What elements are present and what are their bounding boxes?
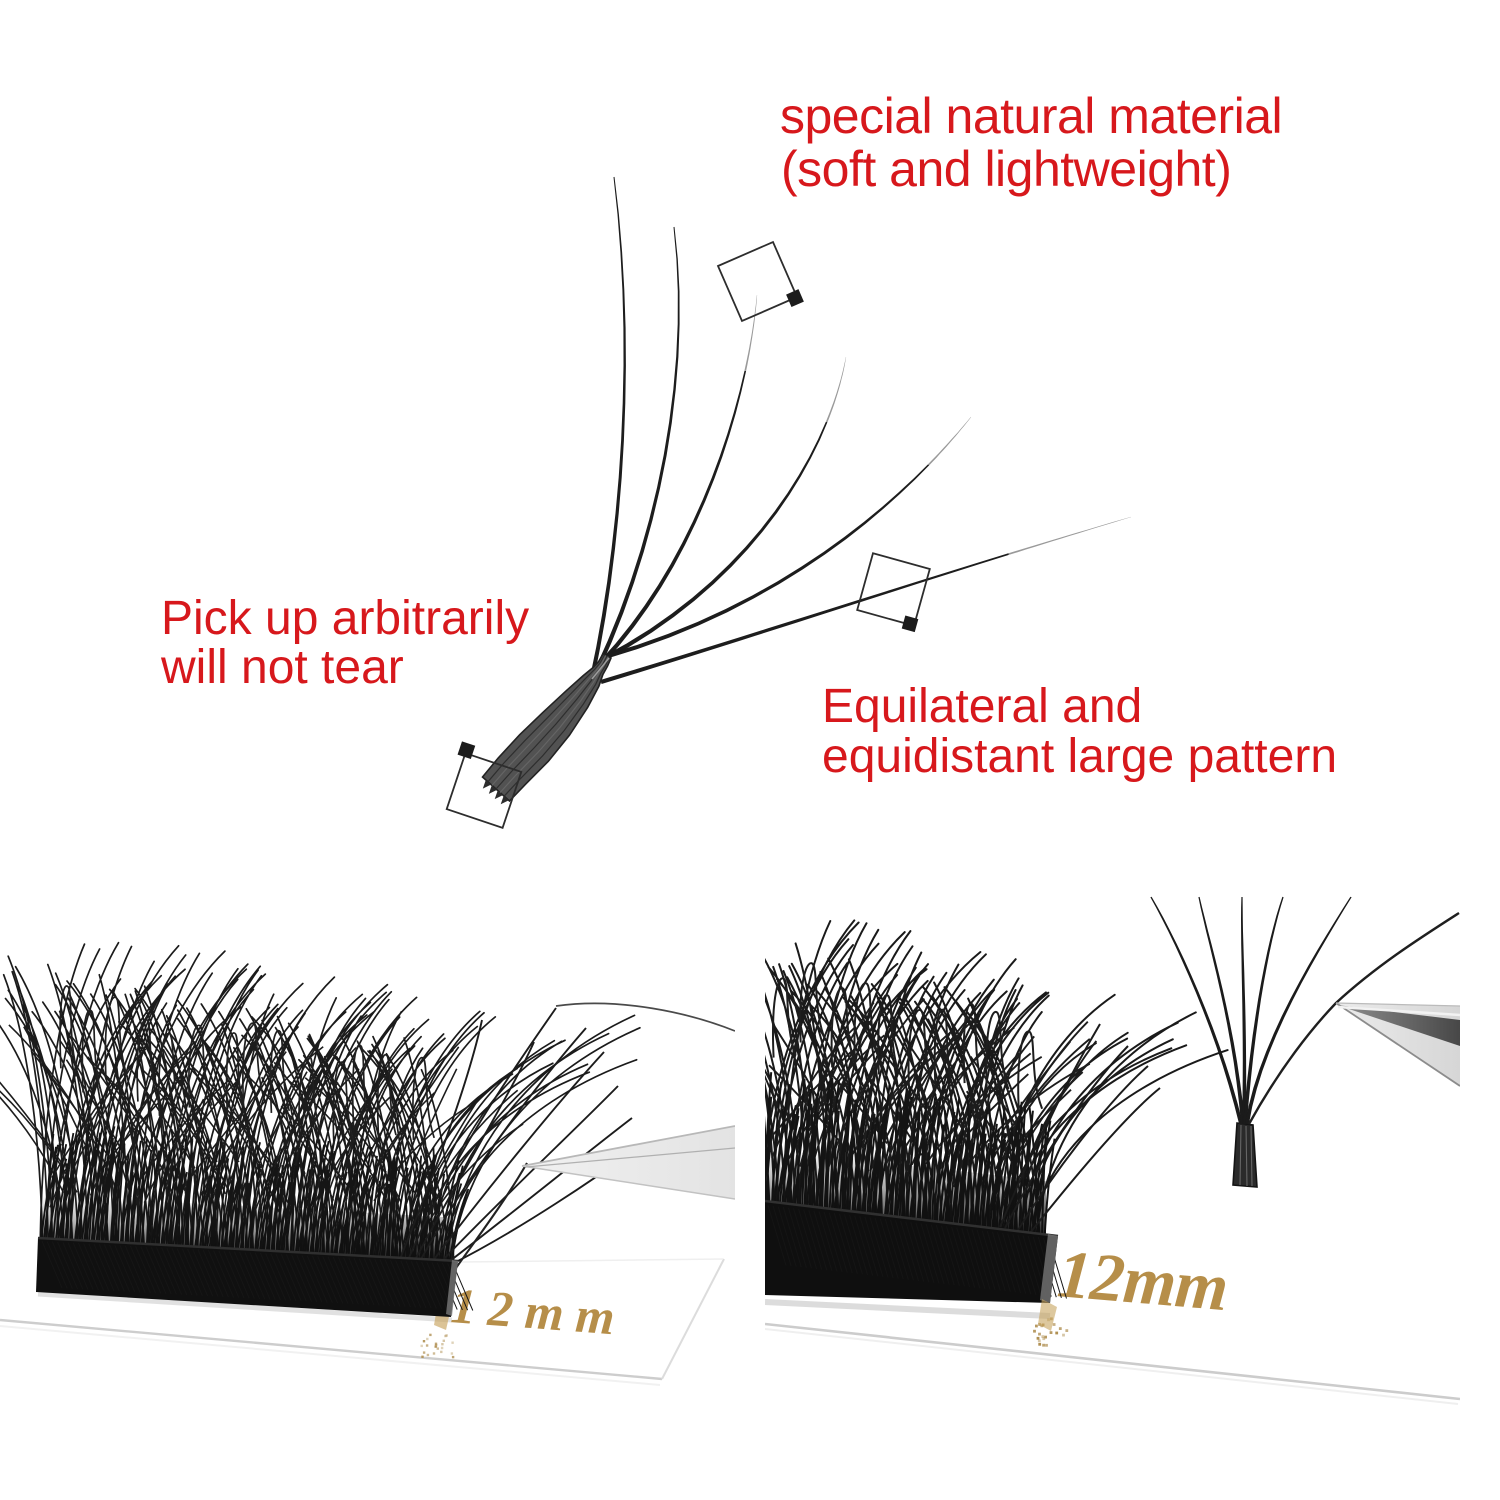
svg-text:special natural material: special natural material — [780, 88, 1282, 144]
svg-text:will not tear: will not tear — [160, 641, 404, 694]
svg-text:12mm: 12mm — [1055, 1235, 1231, 1325]
svg-text:12mm: 12mm — [449, 1277, 629, 1346]
svg-text:(soft and lightweight): (soft and lightweight) — [781, 141, 1231, 197]
svg-text:Pick up arbitrarily: Pick up arbitrarily — [161, 592, 529, 645]
svg-text:equidistant large pattern: equidistant large pattern — [822, 730, 1337, 783]
svg-text:Equilateral and: Equilateral and — [822, 680, 1142, 733]
